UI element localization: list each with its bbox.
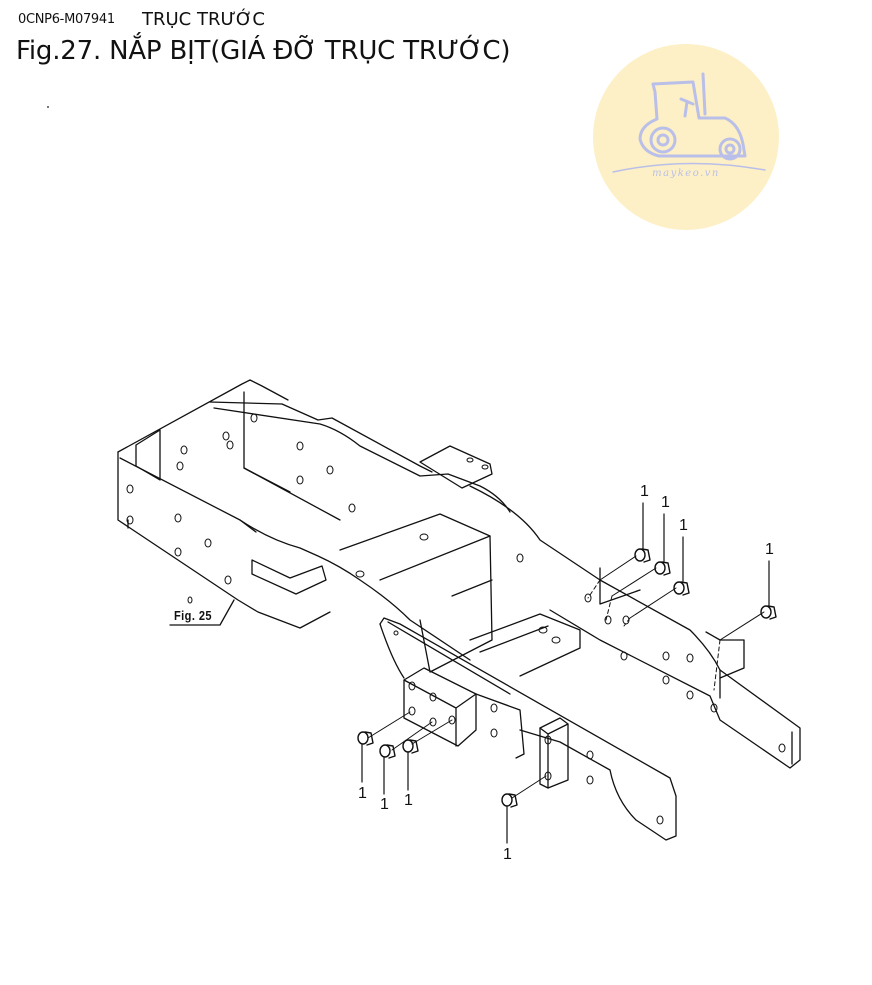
document-code: 0CNP6-M07941: [18, 12, 115, 27]
callout-label: 1: [765, 541, 774, 558]
watermark-text: maykeo.vn: [652, 168, 720, 179]
callout-label: 1: [380, 796, 389, 813]
tractor-icon: [612, 72, 766, 173]
figure-reference-label: Fig. 25: [174, 608, 212, 623]
callout-label: 1: [404, 792, 413, 809]
watermark-logo: maykeo.vn: [593, 44, 779, 230]
callout-label: 1: [503, 846, 512, 863]
callout-label: 1: [661, 494, 670, 511]
stray-dot: [47, 106, 49, 108]
callout-label: 1: [640, 483, 649, 500]
figure-title: Fig.27. NẮP BỊT(GIÁ ĐỠ TRỤC TRƯỚC): [16, 36, 511, 66]
callout-label: 1: [358, 785, 367, 802]
section-title: TRỤC TRƯỚC: [142, 9, 265, 30]
callout-label: 1: [679, 517, 688, 534]
